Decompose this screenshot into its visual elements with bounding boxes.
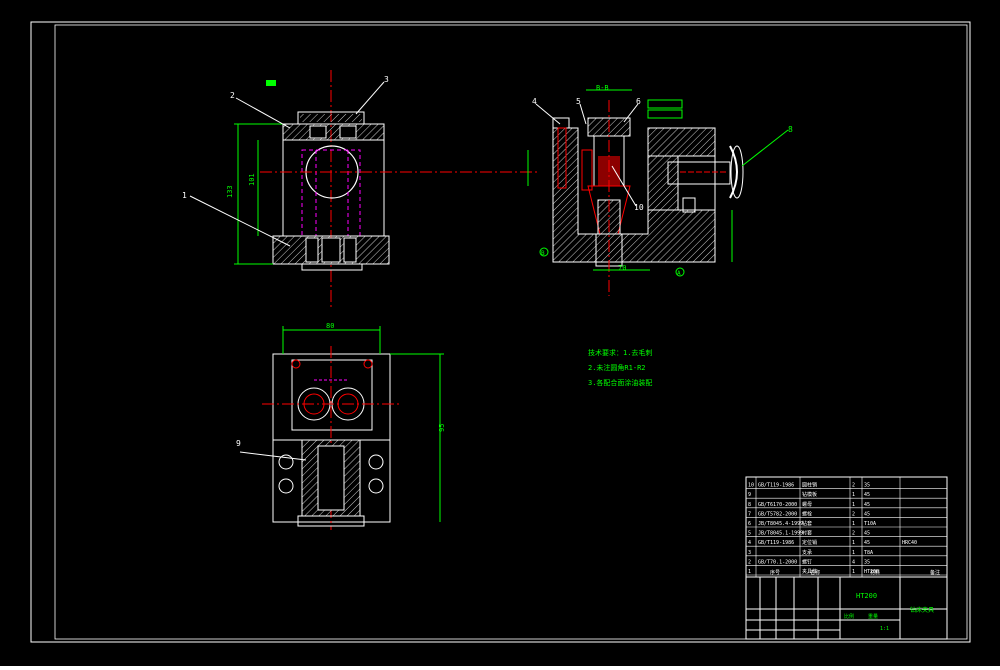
dim-bottom-width: 80	[326, 322, 334, 330]
inner-frame	[54, 24, 968, 640]
part-label-3: 3	[384, 75, 389, 84]
bom-cell: 支承	[802, 549, 812, 556]
bom-cell: 45	[864, 540, 870, 546]
bom-cell: 1	[852, 569, 855, 575]
bom-cell: GB/T5782-2000	[758, 511, 797, 517]
bom-cell: 10	[748, 483, 754, 489]
bom-cell: 夹具体	[802, 568, 817, 575]
front-view: 133 101 1 2 3	[182, 70, 540, 310]
top-view: 80 95 9	[236, 322, 446, 530]
section-mark: B-B	[596, 84, 609, 92]
scale-label: 比例	[844, 613, 854, 620]
dim-left-height2: 101	[248, 173, 256, 186]
bom-cell: 7	[748, 511, 751, 517]
bom-cell: 1	[852, 540, 855, 546]
bom-cell: 35	[864, 559, 870, 565]
bom-cell: 螺钉	[802, 558, 812, 565]
bom-cell: 8	[748, 502, 751, 508]
bom-header-remark: 备注	[930, 569, 940, 576]
bom-cell: 1	[748, 569, 751, 575]
bom-cell: 螺母	[802, 501, 812, 508]
bom-cell: HRC40	[902, 540, 917, 546]
bom-cell: 2	[852, 511, 855, 517]
part-label-6: 6	[636, 97, 641, 106]
bom-cell: 圆柱销	[802, 482, 817, 489]
bom-cell: JB/T8045.4-1999	[758, 521, 803, 527]
material-label: HT200	[856, 592, 877, 600]
bom-cell: 1	[852, 550, 855, 556]
tech-req-3: 3.各配合面涂油装配	[588, 378, 652, 387]
bom-cell: 2	[852, 483, 855, 489]
bom-cell: 4	[748, 540, 751, 546]
bom-cell: 2	[748, 559, 751, 565]
bom-cell: 9	[748, 492, 751, 498]
bom-cell: 2	[852, 531, 855, 537]
bom-cell: 45	[864, 502, 870, 508]
bom-cell: 3	[748, 550, 751, 556]
bom-cell: 45	[864, 511, 870, 517]
tech-req-2: 2.未注圆角R1-R2	[588, 363, 646, 372]
bom-cell: T10A	[864, 521, 876, 527]
bom-cell: 螺栓	[802, 510, 812, 517]
bom-cell: 1	[852, 521, 855, 527]
datum-a: A	[677, 270, 681, 277]
bom-cell: JB/T8045.1-1999	[758, 531, 803, 537]
outer-frame	[30, 21, 971, 643]
part-label-2: 2	[230, 91, 235, 100]
part-label-9: 9	[236, 439, 241, 448]
part-label-10: 10	[634, 203, 644, 212]
weight-label: 重量	[868, 613, 878, 620]
bom-cell: GB/T6170-2000	[758, 502, 797, 508]
bom-header-code: 名称	[810, 569, 820, 576]
part-label-1: 1	[182, 191, 187, 200]
tech-req-1: 技术要求：1.去毛刺	[588, 348, 652, 357]
part-label-5: 5	[576, 97, 581, 106]
drawing-name: 钻床夹具	[910, 606, 934, 614]
bom-cell: 6	[748, 521, 751, 527]
bom-cell: 45	[864, 492, 870, 498]
bom-cell: 1	[852, 502, 855, 508]
bom-cell: 钻模板	[802, 491, 817, 498]
bom-cell: 钻套	[802, 520, 812, 527]
side-section-view: 70 B-B B A 4 5 6 8 10	[527, 84, 793, 296]
part-label-4: 4	[532, 97, 537, 106]
part-label-8: 8	[788, 125, 793, 134]
dim-right-width: 70	[618, 264, 626, 272]
bom-cell: 4	[852, 559, 855, 565]
bom-header-material: 材料	[870, 569, 880, 576]
bom-header-no: 序号	[770, 569, 780, 576]
bom-cell: 45	[864, 531, 870, 537]
bom-cell: 5	[748, 531, 751, 537]
bom-cell: T8A	[864, 550, 873, 556]
bom-cell: 衬套	[802, 530, 812, 537]
bom-cell: 1	[852, 492, 855, 498]
bom-cell: 35	[864, 483, 870, 489]
bom-cell: 定位销	[802, 539, 817, 546]
bom-cell: GB/T119-1986	[758, 483, 794, 489]
bom-cell: HT200	[864, 569, 879, 575]
datum-b: B	[541, 250, 545, 257]
dim-bottom-height: 95	[438, 424, 446, 432]
tech-requirements: 技术要求：1.去毛刺 2.未注圆角R1-R2 3.各配合面涂油装配	[588, 348, 652, 387]
dim-left-height: 133	[226, 185, 234, 198]
bom-cell: GB/T70.1-2000	[758, 559, 797, 565]
ratio-value: 1:1	[880, 626, 889, 632]
bom-cell: GB/T119-1986	[758, 540, 794, 546]
